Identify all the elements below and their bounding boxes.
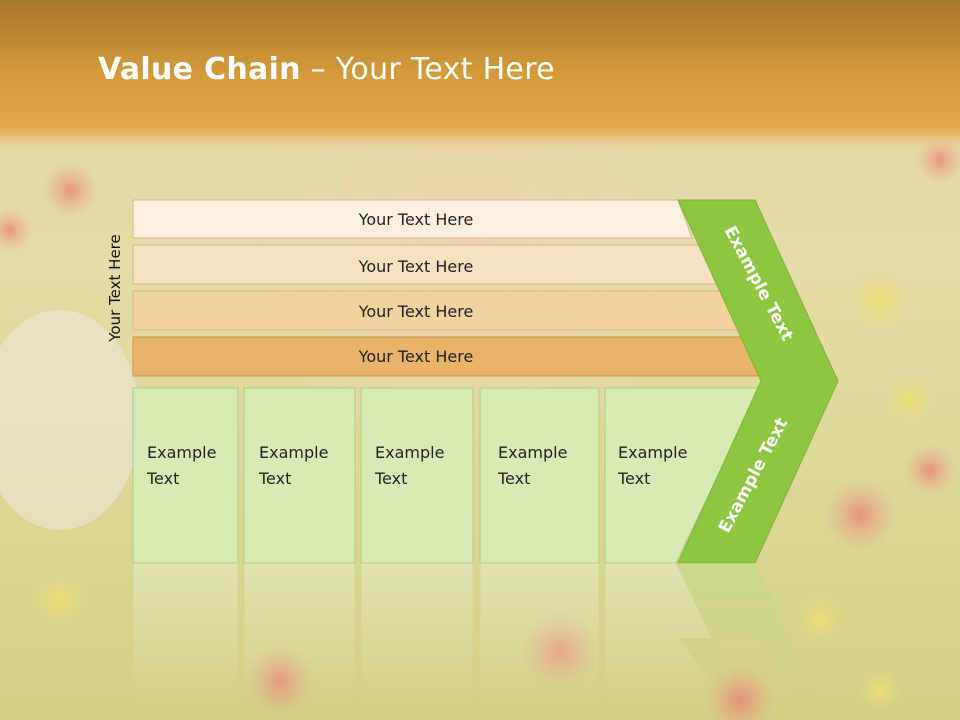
- primary-box-2-line-2: Text: [258, 469, 291, 488]
- primary-box-4-line-2: Text: [497, 469, 530, 488]
- primary-box-3-line-2: Text: [374, 469, 407, 488]
- primary-box-5-line-2: Text: [617, 469, 650, 488]
- primary-box-2-label: Example Text: [258, 443, 334, 488]
- slide-title-rest: – Your Text Here: [300, 52, 555, 87]
- slide-title: Value Chain – Your Text Here: [98, 52, 555, 87]
- primary-box-4-line-1: Example: [498, 443, 567, 462]
- primary-box-4: [479, 387, 600, 564]
- support-bar-1: [132, 199, 693, 239]
- primary-box-5-label: Example Text: [617, 443, 693, 488]
- support-bar-3-label: Your Text Here: [358, 302, 474, 321]
- primary-box-2: [243, 387, 356, 564]
- support-bar-1-label: Your Text Here: [358, 210, 474, 229]
- slide-title-bold: Value Chain: [98, 52, 301, 87]
- primary-box-1-line-2: Text: [146, 469, 179, 488]
- primary-box-3-line-1: Example: [375, 443, 444, 462]
- primary-box-5-line-1: Example: [618, 443, 687, 462]
- support-bar-4-label: Your Text Here: [358, 347, 474, 366]
- diagram-reflection: [132, 562, 827, 720]
- primary-box-3: [360, 387, 474, 564]
- primary-box-1-label: Example Text: [146, 443, 222, 488]
- primary-box-3-label: Example Text: [374, 443, 450, 488]
- support-bar-2-label: Your Text Here: [358, 257, 474, 276]
- primary-box-2-line-1: Example: [259, 443, 328, 462]
- side-label: Your Text Here: [106, 234, 124, 342]
- primary-box-4-label: Example Text: [497, 443, 573, 488]
- primary-box-1: [132, 387, 239, 564]
- primary-box-1-line-1: Example: [147, 443, 216, 462]
